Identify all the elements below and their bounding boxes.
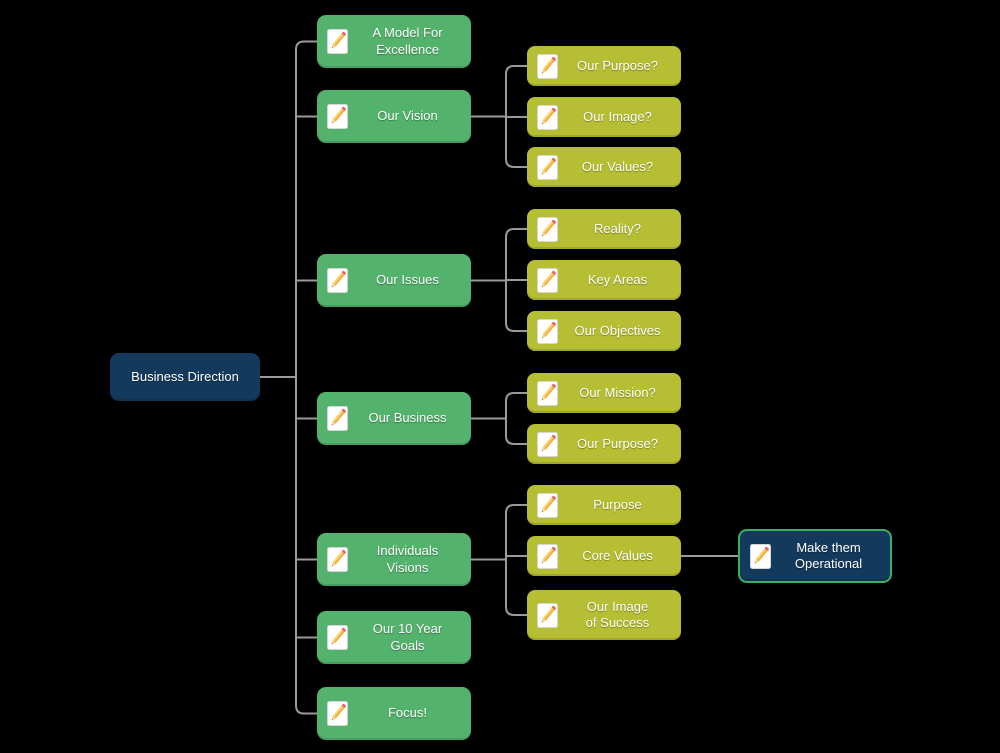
memo-icon: [327, 268, 348, 293]
node-our-purpose-2[interactable]: Our Purpose?: [527, 424, 681, 464]
node-core-values[interactable]: Core Values: [527, 536, 681, 576]
memo-icon: [537, 602, 558, 628]
node-our-purpose-1[interactable]: Our Purpose?: [527, 46, 681, 86]
node-label: Our Image of Success: [585, 598, 650, 630]
node-our-image[interactable]: Our Image?: [527, 97, 681, 137]
node-image-of-success[interactable]: Our Image of Success: [527, 590, 681, 640]
node-label: A Model For Excellence: [372, 25, 443, 57]
node-model-excellence[interactable]: A Model For Excellence: [317, 15, 471, 68]
node-label: Business Direction: [131, 368, 239, 384]
node-individuals-visions[interactable]: Individuals Visions: [317, 533, 471, 586]
memo-icon: [537, 216, 558, 242]
node-our-issues[interactable]: Our Issues: [317, 254, 471, 307]
memo-icon: [750, 543, 771, 569]
memo-icon: [327, 701, 348, 726]
node-label: Our Values?: [581, 158, 654, 174]
node-label: Our Mission?: [579, 384, 656, 400]
memo-icon: [327, 406, 348, 431]
node-label: Purpose: [593, 496, 642, 512]
node-our-vision[interactable]: Our Vision: [317, 90, 471, 143]
memo-icon: [537, 318, 558, 344]
node-key-areas[interactable]: Key Areas: [527, 260, 681, 300]
node-label: Our Vision: [377, 108, 438, 124]
node-our-objectives[interactable]: Our Objectives: [527, 311, 681, 351]
node-label: Our Image?: [583, 108, 652, 124]
node-purpose[interactable]: Purpose: [527, 485, 681, 525]
node-label: Core Values: [582, 547, 653, 563]
node-business-direction[interactable]: Business Direction: [110, 353, 260, 401]
node-label: Key Areas: [587, 271, 648, 287]
connector-path: [295, 40, 317, 715]
memo-icon: [537, 492, 558, 518]
node-make-operational[interactable]: Make them Operational: [738, 529, 892, 583]
connector-path: [505, 392, 527, 445]
node-ten-year-goals[interactable]: Our 10 Year Goals: [317, 611, 471, 664]
memo-icon: [327, 547, 348, 572]
memo-icon: [327, 625, 348, 650]
node-label: Our Purpose?: [577, 57, 658, 73]
memo-icon: [537, 380, 558, 406]
node-label: Our Purpose?: [577, 435, 658, 451]
node-reality[interactable]: Reality?: [527, 209, 681, 249]
node-label: Our Objectives: [574, 322, 661, 338]
memo-icon: [327, 104, 348, 129]
memo-icon: [537, 53, 558, 79]
memo-icon: [537, 431, 558, 457]
node-label: Focus!: [387, 705, 427, 721]
node-our-values[interactable]: Our Values?: [527, 147, 681, 187]
memo-icon: [327, 29, 348, 54]
memo-icon: [537, 154, 558, 180]
memo-icon: [537, 267, 558, 293]
connector-path: [505, 504, 527, 616]
node-label: Our Business: [368, 410, 447, 426]
node-label: Reality?: [594, 220, 641, 236]
node-our-business[interactable]: Our Business: [317, 392, 471, 445]
node-our-mission[interactable]: Our Mission?: [527, 373, 681, 413]
node-focus[interactable]: Focus!: [317, 687, 471, 740]
node-label: Our 10 Year Goals: [372, 621, 443, 653]
node-label: Individuals Visions: [376, 543, 439, 575]
node-label: Make them Operational: [794, 539, 863, 571]
memo-icon: [537, 543, 558, 569]
node-label: Our Issues: [376, 272, 439, 288]
memo-icon: [537, 104, 558, 130]
